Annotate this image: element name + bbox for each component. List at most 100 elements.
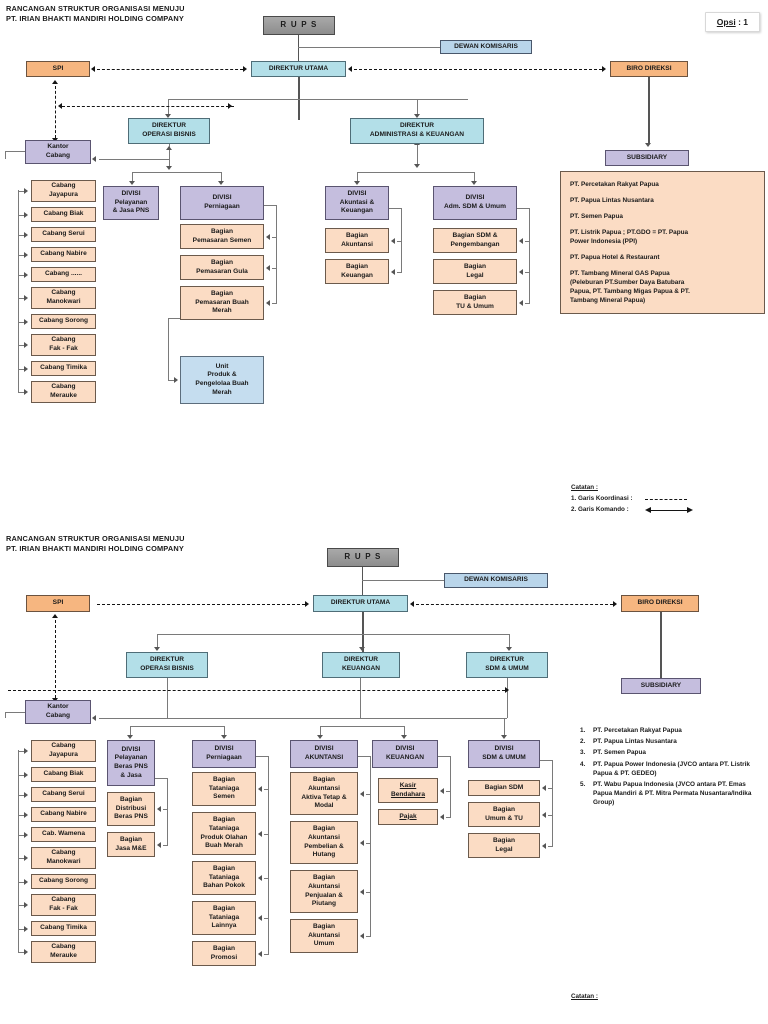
node-direktur-keuangan-2[interactable]: DIREKTUR KEUANGAN (322, 652, 400, 678)
cabang-item[interactable]: Cab. Wamena (31, 827, 96, 842)
cabang-item[interactable]: Cabang Biak (31, 207, 96, 222)
cabang-item[interactable]: Cabang Timika (31, 361, 96, 376)
arrow-head (258, 786, 262, 792)
connector-line (529, 208, 530, 303)
arrow-head (266, 300, 270, 306)
cabang-item[interactable]: Cabang Serui (31, 227, 96, 242)
bagian-item[interactable]: Bagian Umum & TU (468, 802, 540, 827)
node-divisi-perniagaan-2[interactable]: DIVISI Perniagaan (192, 740, 256, 768)
node-direktur-operasi-bisnis[interactable]: DIREKTUR OPERASI BISNIS (128, 118, 210, 144)
node-divisi-pelayanan-jasa-pns[interactable]: DIVISI Pelayanan & Jasa PNS (103, 186, 159, 220)
subsidiary-item: 5.PT. Wabu Papua Indonesia (JVCO antara … (580, 780, 762, 808)
connector-line (272, 236, 277, 238)
node-subsidiary-2[interactable]: SUBSIDIARY (621, 678, 701, 694)
subsidiary-item-number: 3. (580, 749, 586, 757)
cabang-item[interactable]: Cabang ...... (31, 267, 96, 282)
node-rups[interactable]: R U P S (263, 16, 335, 35)
cabang-item[interactable]: Cabang Manokwari (31, 847, 96, 869)
legend-catatan-1: Catatan : 1. Garis Koordinasi : 2. Garis… (571, 483, 693, 516)
cabang-item[interactable]: Cabang Serui (31, 787, 96, 802)
bagian-item[interactable]: Bagian Keuangan (325, 259, 389, 284)
subsidiary-item-number: 4. (580, 760, 586, 768)
bagian-item[interactable]: Bagian TU & Umum (433, 290, 517, 315)
node-subsidiary[interactable]: SUBSIDIARY (605, 150, 689, 166)
cabang-item[interactable]: Cabang Sorong (31, 314, 96, 329)
subsidiary-item: PT. Papua Lintas Nusantara (570, 197, 654, 204)
cabang-item[interactable]: Cabang Fak - Fak (31, 334, 96, 356)
bagian-item[interactable]: Pajak (378, 809, 438, 825)
bagian-item[interactable]: Bagian SDM & Pengembangan (433, 228, 517, 253)
cabang-item[interactable]: Cabang Timika (31, 921, 96, 936)
cabang-item[interactable]: Cabang Nabire (31, 247, 96, 262)
bagian-item[interactable]: Bagian Tataniaga Lainnya (192, 901, 256, 935)
bagian-item[interactable]: Bagian Promosi (192, 941, 256, 966)
arrow-head (24, 878, 28, 885)
bagian-item[interactable]: Bagian SDM (468, 780, 540, 796)
arrow-head (24, 211, 28, 218)
node-spi-2[interactable]: SPI (26, 595, 90, 612)
bagian-item[interactable]: Bagian Pemasaran Gula (180, 255, 264, 280)
node-divisi-sdm-umum-2[interactable]: DIVISI SDM & UMUM (468, 740, 540, 768)
cabang-item[interactable]: Cabang Nabire (31, 807, 96, 822)
node-dewan-komisaris[interactable]: DEWAN KOMISARIS (440, 40, 532, 54)
node-rups-2[interactable]: R U P S (327, 548, 399, 567)
connector-line (517, 208, 529, 209)
node-biro-direksi-2[interactable]: BIRO DIREKSI (621, 595, 699, 612)
bagian-item[interactable]: Bagian Pemasaran Semen (180, 224, 264, 249)
bagian-item[interactable]: Bagian Akuntansi Umum (290, 919, 358, 953)
node-direktur-sdm-umum-2[interactable]: DIREKTUR SDM & UMUM (466, 652, 548, 678)
bagian-item[interactable]: Bagian Distribusi Beras PNS (107, 792, 155, 826)
node-divisi-akuntansi-2[interactable]: DIVISI AKUNTANSI (290, 740, 358, 768)
node-direktur-utama[interactable]: DIREKTUR UTAMA (251, 61, 346, 77)
bagian-item[interactable]: Bagian Tataniaga Semen (192, 772, 256, 806)
cabang-item[interactable]: Cabang Jayapura (31, 740, 96, 762)
node-biro-direksi[interactable]: BIRO DIREKSI (610, 61, 688, 77)
cabang-item[interactable]: Cabang Biak (31, 767, 96, 782)
cabang-item[interactable]: Cabang Merauke (31, 381, 96, 403)
connector-line (18, 750, 19, 751)
connector-line (18, 751, 24, 752)
node-spi[interactable]: SPI (26, 61, 90, 77)
bagian-item[interactable]: Kasir Bendahara (378, 778, 438, 803)
bagian-item[interactable]: Bagian Akuntansi (325, 228, 389, 253)
coord-line-directors-2 (8, 690, 505, 691)
cabang-item[interactable]: Cabang Sorong (31, 874, 96, 889)
node-direktur-utama-2[interactable]: DIREKTUR UTAMA (313, 595, 408, 612)
connector-line (18, 298, 24, 299)
subsidiary-item: PT. Tambang Mineral GAS Papua (Peleburan… (570, 270, 690, 304)
connector-line (18, 834, 24, 836)
cabang-item[interactable]: Cabang Jayapura (31, 180, 96, 202)
node-kantor-cabang-2[interactable]: Kantor Cabang (25, 700, 91, 724)
arrow-head (440, 814, 444, 820)
cabang-item[interactable]: Cabang Fak - Fak (31, 894, 96, 916)
bagian-item[interactable]: Bagian Akuntansi Pembelian & Hutang (290, 821, 358, 864)
arrow-head (360, 933, 364, 939)
bagian-item[interactable]: Bagian Legal (433, 259, 517, 284)
bagian-item[interactable]: Bagian Akuntansi Aktiva Tetap & Modal (290, 772, 358, 815)
arrow-head (24, 365, 28, 372)
connector-line (370, 756, 371, 936)
connector-line (18, 190, 19, 393)
cabang-item[interactable]: Cabang Merauke (31, 941, 96, 963)
node-divisi-akuntansi-keuangan[interactable]: DIVISI Akuntasi & Keuangan (325, 186, 389, 220)
node-divisi-perniagaan[interactable]: DIVISI Perniagaan (180, 186, 264, 220)
node-dewan-komisaris-2[interactable]: DEWAN KOMISARIS (444, 573, 548, 588)
node-divisi-keuangan-2[interactable]: DIVISI KEUANGAN (372, 740, 438, 768)
bagian-item[interactable]: Bagian Jasa M&E (107, 832, 155, 857)
node-divisi-adm-sdm-umum[interactable]: DIVISI Adm. SDM & Umum (433, 186, 517, 220)
node-direktur-operasi-bisnis-2[interactable]: DIREKTUR OPERASI BISNIS (126, 652, 208, 678)
bagian-item[interactable]: Bagian Legal (468, 833, 540, 858)
node-kantor-cabang[interactable]: Kantor Cabang (25, 140, 91, 164)
node-unit-produk-buah-merah[interactable]: Unit Produk & Pengelolaa Buah Merah (180, 356, 264, 404)
bagian-item[interactable]: Bagian Pemasaran Buah Merah (180, 286, 264, 320)
arrow-head (258, 950, 262, 957)
bagian-item[interactable]: Bagian Tataniaga Bahan Pokok (192, 861, 256, 895)
connector-line (268, 756, 269, 954)
connector-line (155, 778, 167, 779)
arrow-head (24, 295, 28, 301)
bagian-item[interactable]: Bagian Tataniaga Produk Olahan Buah Mera… (192, 812, 256, 855)
cabang-item[interactable]: Cabang Manokwari (31, 287, 96, 309)
node-divisi-pelayanan-beras-2[interactable]: DIVISI Pelayanan Beras PNS & Jasa (107, 740, 155, 786)
node-direktur-administrasi-keuangan[interactable]: DIREKTUR ADMINISTRASI & KEUANGAN (350, 118, 484, 144)
bagian-item[interactable]: Bagian Akuntansi Penjualan & Piutang (290, 870, 358, 913)
